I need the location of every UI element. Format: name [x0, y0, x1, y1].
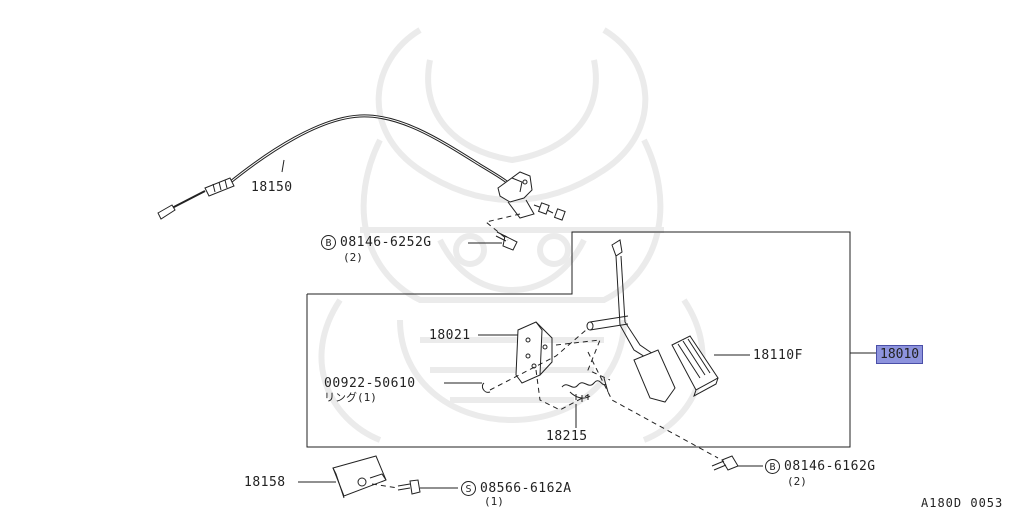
stopper-icon: [332, 455, 387, 499]
part-number-18010-highlighted[interactable]: 18010: [876, 345, 924, 364]
part-number-18215[interactable]: 18215: [546, 429, 588, 444]
part-number-18158[interactable]: 18158: [244, 475, 286, 490]
pedal-pad-icon: [671, 335, 719, 398]
bolt-type-badge: B: [765, 459, 780, 474]
bolt-type-badge: B: [321, 235, 336, 250]
quantity-label: (1): [484, 495, 504, 508]
screw-type-badge: S: [461, 481, 476, 496]
snap-ring-icon: [481, 382, 491, 393]
cable-bracket-icon: [497, 171, 566, 221]
bolt-icon: [711, 455, 739, 471]
part-number-00922-50610[interactable]: 00922-50610: [324, 376, 416, 391]
part-number-08146-6252G[interactable]: 08146-6252G: [340, 235, 432, 250]
quantity-label: (2): [343, 251, 363, 264]
ring-note: リング(1): [324, 391, 377, 404]
leader-18150: [281, 159, 285, 173]
pedal-arm-icon: [586, 239, 676, 403]
assembly-frame: [306, 231, 851, 448]
pedal-bracket-icon: [515, 321, 553, 384]
quantity-label: (2): [787, 475, 807, 488]
part-number-08146-6162G[interactable]: 08146-6162G: [784, 459, 876, 474]
part-number-18110F[interactable]: 18110F: [753, 348, 803, 363]
part-number-18150[interactable]: 18150: [251, 180, 293, 195]
spring-icon: [561, 377, 609, 402]
screw-icon: [397, 479, 421, 495]
accelerator-cable-icon: [157, 114, 513, 220]
bolt-icon: [495, 231, 518, 251]
figure-reference: A180D 0053: [921, 496, 1004, 510]
part-number-08566-6162A[interactable]: 08566-6162A: [480, 481, 572, 496]
part-number-18021[interactable]: 18021: [429, 328, 471, 343]
